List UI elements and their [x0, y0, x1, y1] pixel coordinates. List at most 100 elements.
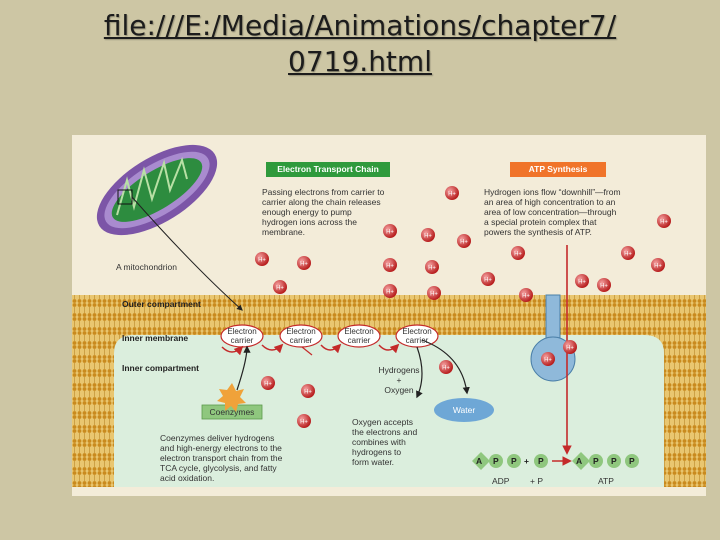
- oxygen-text-line: the electrons and: [352, 427, 418, 437]
- etc-text-line: membrane.: [262, 227, 305, 237]
- adp-p2: P: [511, 456, 517, 466]
- carrier-text: carrier: [230, 336, 254, 345]
- hydrogen-ion-icon: [383, 284, 397, 298]
- carrier-text: Electron: [402, 327, 432, 336]
- hydrogen-ion-label: H+: [264, 382, 272, 388]
- carrier-text: Electron: [344, 327, 374, 336]
- atp-p1: P: [593, 456, 599, 466]
- hydrogen-ion-label: H+: [514, 252, 522, 258]
- hydrogen-ion-icon: [575, 274, 589, 288]
- hydrogen-ion-label: H+: [600, 284, 608, 290]
- etc-text-line: hydrogen ions across the: [262, 217, 357, 227]
- plus-p-label: + P: [530, 476, 543, 486]
- atp-synthesis-title: ATP Synthesis: [528, 164, 588, 174]
- mitochondrion-label: A mitochondrion: [116, 262, 177, 272]
- hydrogen-ion-icon: [425, 260, 439, 274]
- atp-text-line: powers the synthesis of ATP.: [484, 227, 592, 237]
- page-title: file:///E:/Media/Animations/chapter7/ 07…: [0, 8, 720, 80]
- hydrogen-ion-label: H+: [276, 286, 284, 292]
- hydrogen-ion-icon: [511, 246, 525, 260]
- carrier-text: carrier: [289, 336, 313, 345]
- coenzyme-text-line: TCA cycle, glycolysis, and fatty: [160, 463, 277, 473]
- etc-title: Electron Transport Chain: [277, 164, 379, 174]
- hydrogen-ion-label: H+: [300, 262, 308, 268]
- hydrogen-ion-icon: [621, 246, 635, 260]
- atp-description: Hydrogen ions flow “downhill”—from an ar…: [484, 187, 621, 237]
- oxygen-text-line: form water.: [352, 457, 395, 467]
- hydrogen-ion-icon: [261, 376, 275, 390]
- hydrogen-ion-icon: [445, 186, 459, 200]
- coenzymes-label: Coenzymes: [209, 407, 255, 417]
- hydrogen-ion-icon: [301, 384, 315, 398]
- adp-atp-row: [472, 452, 639, 470]
- hydrogen-ion-icon: [273, 280, 287, 294]
- url-line-2: 0719.html: [288, 45, 432, 78]
- etc-text-line: enough energy to pump: [262, 207, 352, 217]
- adp-label: ADP: [492, 476, 510, 486]
- atp-p2: P: [611, 456, 617, 466]
- hydrogen-ion-label: H+: [566, 346, 574, 352]
- hydrogen-ion-icon: [519, 288, 533, 302]
- hydrogen-ion-label: H+: [430, 292, 438, 298]
- electron-carriers: [220, 324, 439, 356]
- coenzyme-text-line: acid oxidation.: [160, 473, 215, 483]
- oxygen-text-line: combines with: [352, 437, 406, 447]
- atp-p3: P: [629, 456, 635, 466]
- hydrogen-ion-icon: [657, 214, 671, 228]
- hydrogen-ion-label: H+: [660, 220, 668, 226]
- hydrogen-ion-label: H+: [304, 390, 312, 396]
- carrier-text: Electron: [286, 327, 316, 336]
- coenzyme-text-line: electron transport chain from the: [160, 453, 283, 463]
- hydrogen-ion-label: H+: [258, 258, 266, 264]
- hydrogen-ion-icon: [255, 252, 269, 266]
- atp-text-line: Hydrogen ions flow “downhill”—from: [484, 187, 621, 197]
- hydrogen-ion-icon: [427, 286, 441, 300]
- inner-membrane-label: Inner membrane: [122, 333, 189, 343]
- hydrogen-ion-label: H+: [522, 294, 530, 300]
- atp-text-line: area of low concentration—through: [484, 207, 617, 217]
- diagram-graphic: H+ H+ H+ H+ H+ H+ H+ H+ H+ H+ H+ H+ H+ H+ H+ H+ H+ H+ H+ H+…: [72, 144, 706, 496]
- oxygen-text: Oxygen: [384, 385, 414, 395]
- hydrogen-ion-icon: [297, 414, 311, 428]
- atp-text-line: an area of high concentration to an: [484, 197, 616, 207]
- hydrogen-ion-icon: [597, 278, 611, 292]
- carrier-text: carrier: [405, 336, 429, 345]
- hydrogen-ion-label: H+: [624, 252, 632, 258]
- atp-label: ATP: [598, 476, 614, 486]
- hydrogen-ion-icon: [383, 224, 397, 238]
- hydrogen-ion-label: H+: [386, 264, 394, 270]
- inner-compartment-label: Inner compartment: [122, 363, 199, 373]
- atp-text-line: a special protein complex that: [484, 217, 597, 227]
- hydrogen-ion-icon: [541, 352, 555, 366]
- hydrogen-ion-label: H+: [424, 234, 432, 240]
- hydrogen-ion-icon: [457, 234, 471, 248]
- electron-transport-figure: H+ H+ H+ H+ H+ H+ H+ H+ H+ H+ H+ H+ H+ H+ H+ H+ H+ H+ H+ H+…: [72, 135, 706, 496]
- carrier-text: carrier: [347, 336, 371, 345]
- hydrogen-ion-label: H+: [448, 192, 456, 198]
- hydrogen-ion-icon: [383, 258, 397, 272]
- hydrogen-ion-icon: [563, 340, 577, 354]
- hydrogen-ion-icon: [651, 258, 665, 272]
- carrier-text: Electron: [227, 327, 257, 336]
- mitochondrion-illustration: [96, 144, 218, 236]
- oxygen-text-line: hydrogens to: [352, 447, 402, 457]
- hydrogen-ion-label: H+: [428, 266, 436, 272]
- coenzyme-text-line: and high-energy electrons to the: [160, 443, 282, 453]
- hydrogen-ion-icon: [421, 228, 435, 242]
- hydrogen-ion-icon: [297, 256, 311, 270]
- hydrogen-ion-label: H+: [484, 278, 492, 284]
- hydrogens-text: Hydrogens: [378, 365, 420, 375]
- hydrogen-ion-label: H+: [654, 264, 662, 270]
- atp-a: A: [576, 456, 583, 466]
- plus-text: +: [396, 375, 402, 385]
- plus-sign: +: [524, 456, 529, 466]
- coenzyme-text-line: Coenzymes deliver hydrogens: [160, 433, 275, 443]
- hydrogen-ion-label: H+: [442, 366, 450, 372]
- hydrogen-ions: H+ H+ H+ H+ H+ H+ H+ H+ H+ H+ H+ H+ H+ H+ H+ H+ H+ H+ H+ H+…: [255, 186, 671, 428]
- etc-description: Passing electrons from carrier to carrie…: [262, 187, 384, 237]
- hydrogen-ion-label: H+: [300, 420, 308, 426]
